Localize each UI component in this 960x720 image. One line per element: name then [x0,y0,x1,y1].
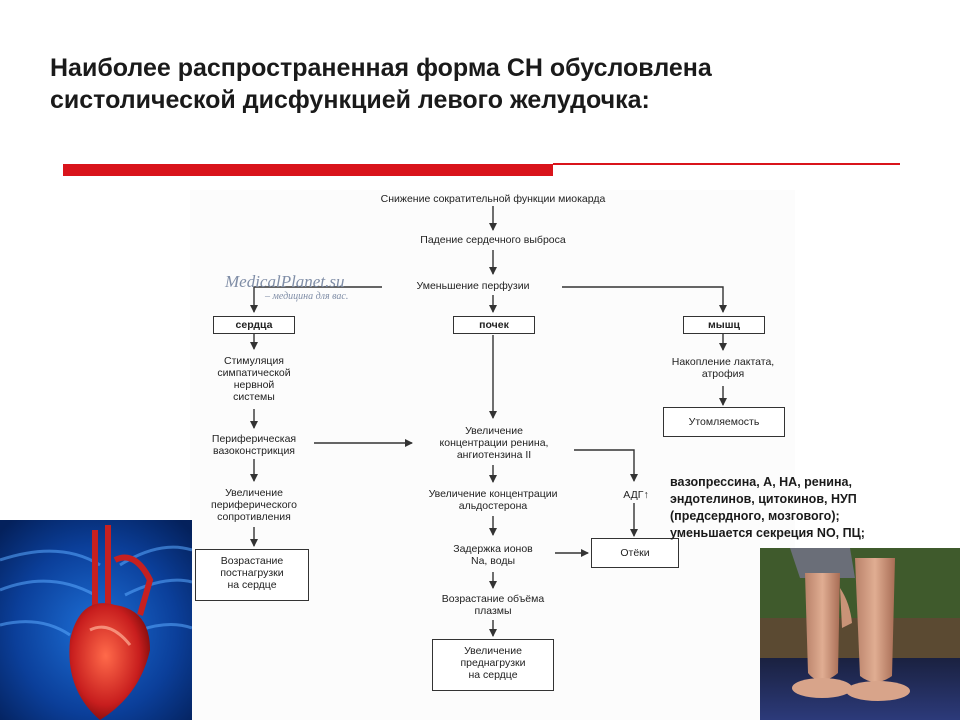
box-kidney: почек [453,316,535,334]
box-muscle: мышц [683,316,765,334]
node-plasma: Возрастание объёма плазмы [413,593,573,617]
node-vasoconstriction: Периферическая вазоконстрикция [194,433,314,457]
arrow-to-muscle [562,287,723,312]
box-fatigue: Утомляемость [663,407,785,437]
node-perfusion: Уменьшение перфузии [383,280,563,292]
side-note-line: (предсердного, мозгового); [670,508,865,525]
node-lactate: Накопление лактата, атрофия [650,356,796,380]
node-sympathetic: Стимуляция симпатической нервной системы [194,355,314,403]
arrow-renin-adh [574,450,634,481]
node-adh: АДГ↑ [616,489,656,501]
node-cardiac-output: Падение сердечного выброса [343,234,643,246]
node-aldosterone: Увеличение концентрации альдостерона [403,488,583,512]
node-myocardial-function: Снижение сократительной функции миокарда [343,193,643,205]
watermark-line-2: – медицина для вас. [225,291,348,302]
side-note-line: эндотелинов, цитокинов, НУП [670,491,865,508]
heart-anatomy-image [0,520,192,720]
box-edema: Отёки [591,538,679,568]
node-sodium: Задержка ионов Na, воды [433,543,553,567]
box-preload: Увеличение преднагрузки на сердце [432,639,554,691]
watermark-line-1: MedicalPlanet.su [225,273,348,291]
side-note-line: уменьшается секреция NO, ПЦ; [670,525,865,542]
edema-legs-photo [760,548,960,720]
watermark: MedicalPlanet.su – медицина для вас. [225,273,348,302]
side-note: вазопрессина, А, НА, ренина, эндотелинов… [670,474,865,542]
box-afterload: Возрастание постнагрузки на сердце [195,549,309,601]
node-resistance: Увеличение периферического сопротивления [194,487,314,523]
box-heart: сердца [213,316,295,334]
side-note-line: вазопрессина, А, НА, ренина, [670,474,865,491]
node-renin: Увеличение концентрации ренина, ангиотен… [414,425,574,461]
